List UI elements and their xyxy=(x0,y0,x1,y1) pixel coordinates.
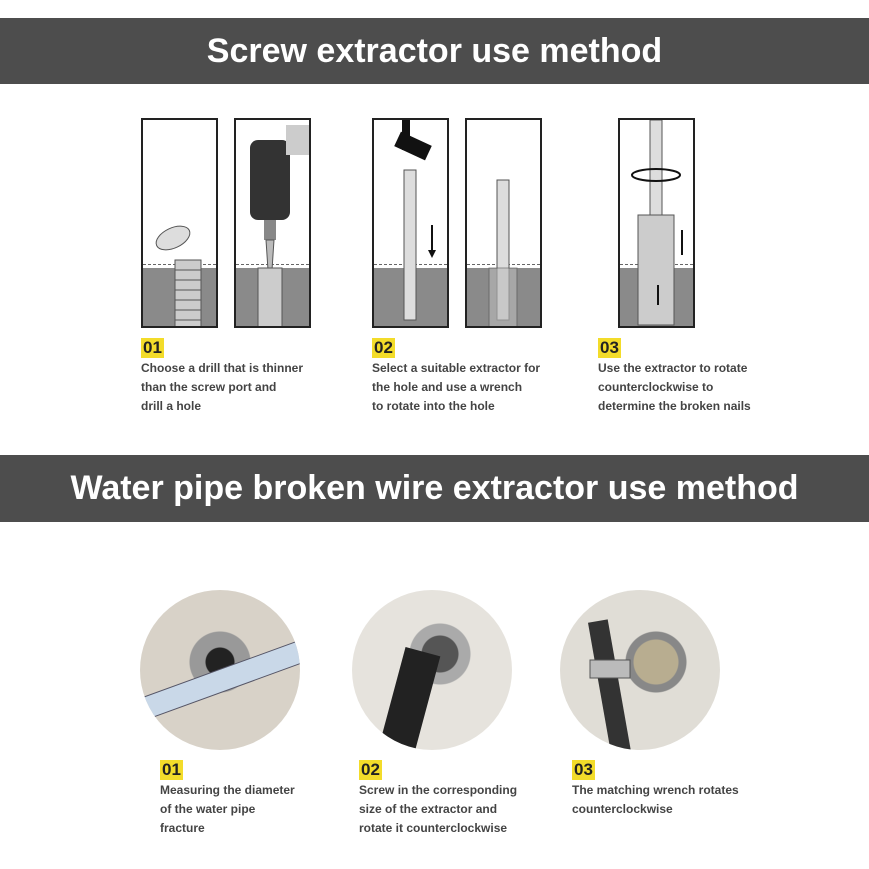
section-title-screw-extractor: Screw extractor use method xyxy=(0,18,869,84)
step-text: size of the extractor and xyxy=(359,802,498,816)
step-text: Choose a drill that is thinner xyxy=(141,361,304,375)
step-text: counterclockwise xyxy=(572,802,673,816)
step-text: to rotate into the hole xyxy=(372,399,495,413)
step-text: counterclockwise to xyxy=(598,380,714,394)
step-1: 01 Choose a drill that is thinner than t… xyxy=(141,338,303,416)
step-text: Use the extractor to rotate xyxy=(598,361,748,375)
step-3: 03 Use the extractor to rotate countercl… xyxy=(598,338,751,416)
step-1: 01 Measuring the diameter of the water p… xyxy=(160,760,295,838)
illustration-hammer-extractor xyxy=(372,118,449,328)
step-text: Select a suitable extractor for xyxy=(372,361,541,375)
step-text: The matching wrench rotates xyxy=(572,783,739,797)
step-text: of the water pipe xyxy=(160,802,256,816)
step-text: the hole and use a wrench xyxy=(372,380,523,394)
step-text: than the screw port and xyxy=(141,380,277,394)
photo-measuring xyxy=(140,590,300,750)
step-text: Measuring the diameter xyxy=(160,783,295,797)
step-number: 03 xyxy=(572,760,595,780)
step-3: 03 The matching wrench rotates countercl… xyxy=(572,760,739,819)
step-2: 02 Select a suitable extractor for the h… xyxy=(372,338,540,416)
photo-wrench-rotate xyxy=(560,590,720,750)
step-text: rotate it counterclockwise xyxy=(359,821,508,835)
step-number: 02 xyxy=(372,338,395,358)
illustration-screw-hole xyxy=(141,118,218,328)
illustration-drill xyxy=(234,118,311,328)
step-number: 02 xyxy=(359,760,382,780)
illustration-extractor-inserted xyxy=(465,118,542,328)
step-text: determine the broken nails xyxy=(598,399,751,413)
step-number: 01 xyxy=(160,760,183,780)
step-number: 03 xyxy=(598,338,621,358)
illustration-rotate-extract xyxy=(618,118,695,328)
step-text: drill a hole xyxy=(141,399,202,413)
step-2: 02 Screw in the corresponding size of th… xyxy=(359,760,517,838)
step-text: Screw in the corresponding xyxy=(359,783,518,797)
section-title-water-pipe: Water pipe broken wire extractor use met… xyxy=(0,455,869,522)
photo-screw-in xyxy=(352,590,512,750)
step-number: 01 xyxy=(141,338,164,358)
step-text: fracture xyxy=(160,821,205,835)
